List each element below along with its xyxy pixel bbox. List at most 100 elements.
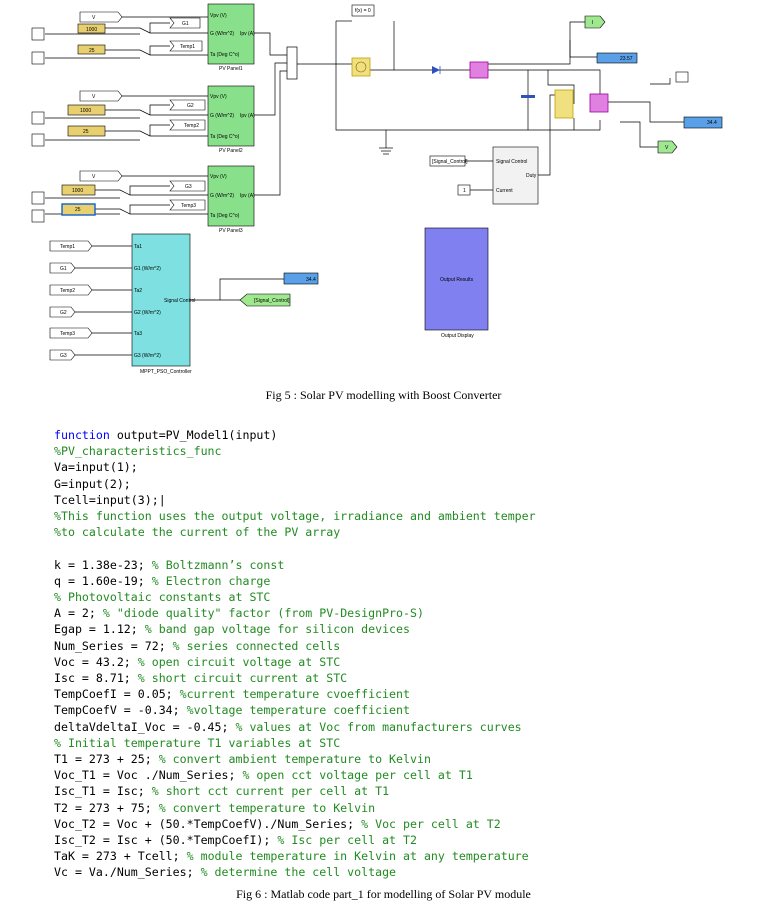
- current-source-block[interactable]: [351, 57, 371, 77]
- goto-temp2-block[interactable]: [169, 119, 206, 131]
- irr3-block[interactable]: [61, 184, 96, 196]
- code-token: Isc_T2 = Isc + (50.*TempCoefI);: [54, 833, 278, 847]
- code-line: TempCoefV = -0.34; %voltage temperature …: [54, 702, 410, 718]
- display-signal-block[interactable]: [283, 272, 319, 285]
- mppt-port-2: G1 (W/m^2): [134, 266, 161, 272]
- temp3-block[interactable]: [61, 203, 96, 216]
- code-token: % short circuit current at STC: [137, 671, 348, 685]
- irr1-block[interactable]: [77, 23, 106, 34]
- temp2-block[interactable]: [67, 125, 106, 137]
- mppt-pso-block[interactable]: [131, 233, 191, 367]
- goto-g2-label: G2: [187, 103, 194, 109]
- const-1-block[interactable]: [457, 184, 471, 196]
- code-token: deltaVdeltaI_Voc = -0.45;: [54, 719, 236, 734]
- goto-temp1-label: Temp1: [180, 44, 195, 50]
- code-token: % band gap voltage for silicon devices: [144, 622, 410, 637]
- code-line: %PV_characteristics_func: [54, 443, 222, 459]
- voltage-sensor-block[interactable]: [589, 93, 609, 113]
- code-line: Isc_T2 = Isc + (50.*TempCoefI); % Isc pe…: [54, 832, 417, 848]
- solver-config-block[interactable]: [351, 4, 375, 17]
- code-token: % Isc per cell at T2: [277, 833, 417, 847]
- irr2-label: 1000: [80, 108, 91, 114]
- duty-port-signal: Signal Control: [496, 159, 527, 165]
- const-v3-label: V: [92, 174, 96, 180]
- capacitor-icon: [521, 95, 535, 98]
- code-line: Egap = 1.12; % band gap voltage for sili…: [54, 621, 410, 637]
- goto-g2-block[interactable]: [169, 99, 206, 111]
- goto-g1-label: G1: [182, 21, 189, 27]
- goto-i-block[interactable]: [584, 15, 606, 29]
- code-token: Voc = 43.2;: [54, 654, 138, 669]
- pv-panel2-block[interactable]: [207, 85, 255, 147]
- code-line: function output=PV_Model1(input): [54, 427, 277, 443]
- duty-block[interactable]: [492, 146, 539, 205]
- from-tag-2[interactable]: [49, 262, 76, 274]
- const-v1-block[interactable]: [79, 11, 123, 23]
- from-tag-4[interactable]: [49, 306, 76, 318]
- simulink-diagram: V 1000 25 G1 Temp1 Vpv (V) G (W/m^2) Ta …: [31, 3, 723, 375]
- scope-block[interactable]: [675, 71, 689, 83]
- switch1b-block[interactable]: [31, 51, 45, 65]
- from-tag-6[interactable]: [49, 349, 76, 361]
- const-v2-label: V: [92, 94, 96, 100]
- mux-block[interactable]: [286, 46, 298, 80]
- code-line: Voc_T2 = Voc + (50.*TempCoefV)./Num_Seri…: [54, 816, 501, 832]
- code-token: Vc = Va./Num_Series;: [54, 865, 201, 880]
- code-token: %This function uses the output voltage, …: [54, 509, 536, 523]
- from-tag-5[interactable]: [49, 327, 93, 339]
- const-v2-block[interactable]: [79, 90, 123, 102]
- boost-converter: f(x) = 0 I 23.57 34.4 V: [351, 4, 723, 154]
- switch3b-block[interactable]: [31, 209, 45, 223]
- code-token: A = 2;: [54, 606, 103, 621]
- goto-temp1-block[interactable]: [169, 40, 203, 52]
- code-line: Num_Series = 72; % series connected cell…: [54, 638, 340, 654]
- current-sensor-block[interactable]: [469, 61, 489, 79]
- goto-signal-block[interactable]: [239, 293, 291, 307]
- switch2a-block[interactable]: [31, 111, 45, 125]
- const-v3-block[interactable]: [79, 170, 123, 182]
- pv-panel3-block[interactable]: [207, 165, 255, 227]
- temp1-block[interactable]: [77, 44, 106, 55]
- goto-temp3-block[interactable]: [169, 199, 206, 211]
- irr2-block[interactable]: [67, 104, 106, 116]
- temp2-label: 25: [83, 129, 89, 135]
- mosfet-block[interactable]: [554, 89, 574, 119]
- code-token: % Photovoltaic constants at STC: [54, 590, 271, 604]
- fig6-caption: Fig 6 : Matlab code part_1 for modelling…: [236, 887, 531, 901]
- code-token: TaK = 273 + Tcell;: [54, 849, 187, 864]
- goto-g3-block[interactable]: [169, 180, 206, 192]
- display-i-block[interactable]: [596, 52, 638, 64]
- goto-temp2-label: Temp2: [184, 123, 199, 129]
- display-v-block[interactable]: [683, 116, 723, 129]
- duty-port-out: Duty: [526, 173, 537, 179]
- from-signal-block[interactable]: [429, 155, 466, 167]
- code-token: % module temperature in Kelvin at any te…: [186, 849, 529, 864]
- mppt-group: Temp1 G1 Temp2 G2 Temp3 G3 Ta1 G1 (W/m^2…: [49, 233, 319, 375]
- code-token: T1 = 273 + 25;: [54, 752, 159, 766]
- code-token: % short cct current per cell at T1: [151, 784, 390, 799]
- mppt-port-4: G2 (W/m^2): [134, 310, 161, 316]
- switch1a-block[interactable]: [31, 27, 45, 41]
- from-tag-5-label: Temp3: [60, 331, 75, 337]
- from-tag-3[interactable]: [49, 284, 93, 296]
- code-token: % determine the cell voltage: [200, 865, 397, 880]
- goto-g1-block[interactable]: [169, 17, 201, 29]
- output-results-block[interactable]: [424, 227, 489, 331]
- duty-group: [Signal_Control] 1 Signal Control Curren…: [429, 146, 539, 205]
- code-token: Voc_T1 = Voc ./Num_Series;: [54, 768, 243, 783]
- from-tag-1[interactable]: [49, 240, 93, 252]
- code-token: Isc = 8.71;: [54, 671, 138, 685]
- code-token: % Initial temperature T1 variables at ST…: [54, 735, 341, 750]
- code-line: TempCoefI = 0.05; %current temperature c…: [54, 686, 410, 702]
- goto-v-block[interactable]: [657, 140, 678, 154]
- switch3a-block[interactable]: [31, 191, 45, 205]
- irr1-label: 1000: [86, 27, 97, 33]
- fig5-caption: Fig 5 : Solar PV modelling with Boost Co…: [265, 388, 502, 402]
- panel1-name: PV Panel1: [219, 66, 243, 72]
- panel1-port-v: Vpv (V): [210, 13, 227, 19]
- pv-panel1-block[interactable]: [207, 3, 255, 65]
- switch2b-block[interactable]: [31, 133, 45, 147]
- display-v-value: 34.4: [707, 120, 717, 126]
- output-display-name: Output Display: [441, 333, 474, 339]
- code-line: Isc = 8.71; % short circuit current at S…: [54, 670, 347, 686]
